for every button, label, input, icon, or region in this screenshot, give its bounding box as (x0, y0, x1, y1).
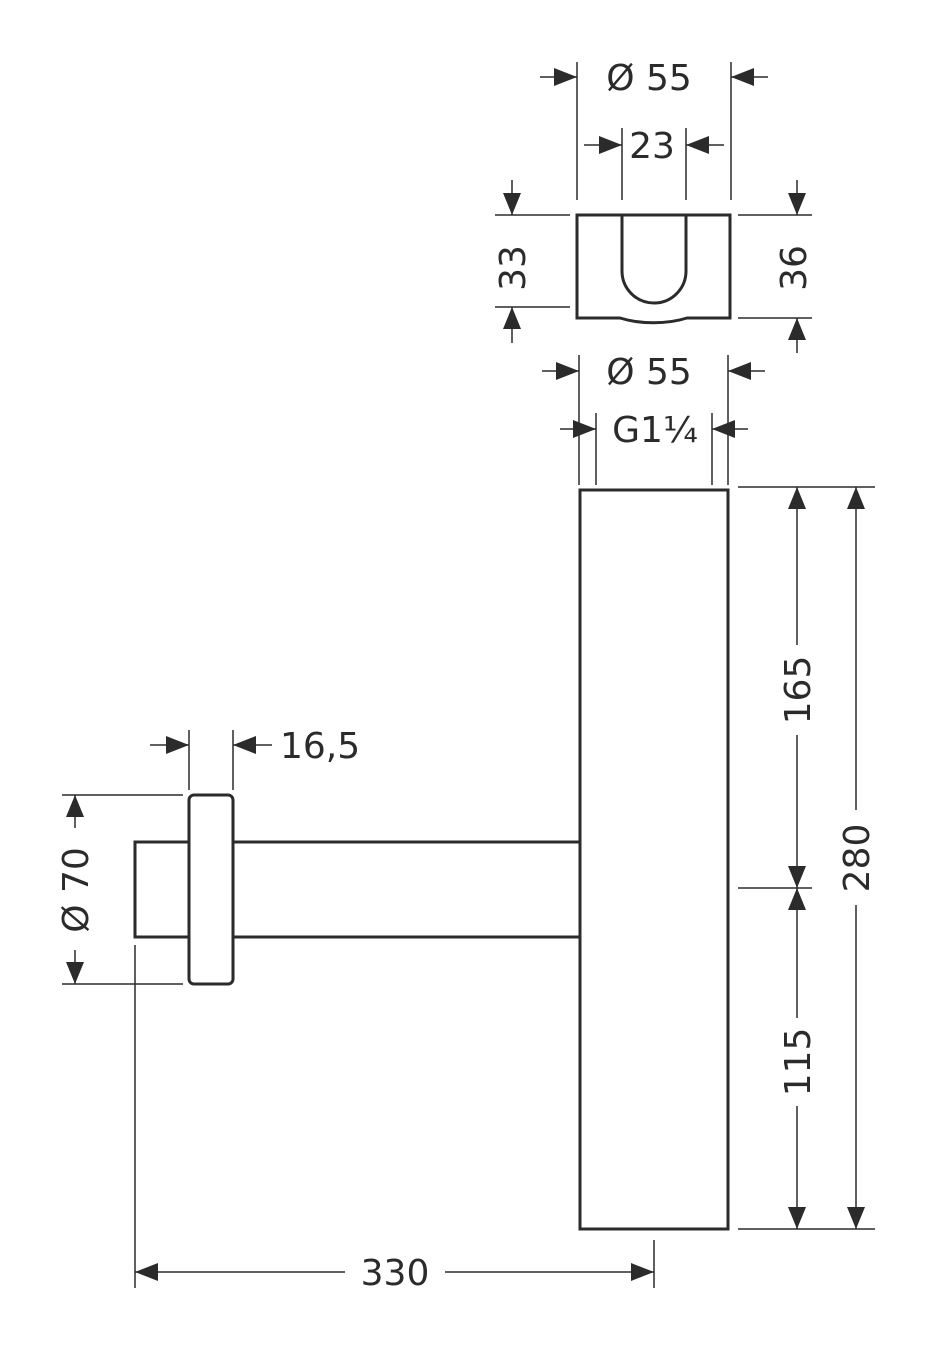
vertical-body (578, 488, 730, 1231)
cap-slot (620, 215, 688, 305)
dim-wall-distance-label: 330 (361, 1253, 430, 1294)
wall-flange (187, 793, 235, 986)
dim-cap-diameter-label: Ø 55 (606, 58, 692, 99)
dim-cap-height-left-label: 33 (493, 245, 534, 291)
dim-pipe-diameter: Ø 55 (542, 352, 765, 485)
dim-flange-diameter-label: Ø 70 (56, 847, 97, 933)
dim-thread: G1¼ (560, 410, 748, 485)
dim-total-height-label: 280 (837, 824, 878, 893)
dim-lower-length-label: 115 (778, 1028, 819, 1097)
dim-thread-label: G1¼ (612, 410, 698, 451)
dim-cap-diameter: Ø 55 (540, 58, 768, 200)
dim-cap-height-left: 33 (493, 180, 570, 343)
dim-vertical-right: 165 115 280 (738, 486, 878, 1230)
dim-upper-length-label: 165 (778, 656, 819, 725)
dim-slot-width-label: 23 (629, 126, 675, 167)
dim-wall-distance: 330 (134, 945, 655, 1294)
cap-top-view (575, 213, 732, 325)
cap-outline (575, 213, 732, 325)
dim-slot-width: 23 (584, 126, 724, 200)
siphon-body (133, 488, 730, 1231)
dim-flange-thickness: 16,5 (150, 726, 360, 790)
dim-flange-thickness-label: 16,5 (280, 726, 360, 767)
wall-tube (133, 840, 191, 939)
dim-pipe-diameter-label: Ø 55 (606, 352, 692, 393)
dim-cap-height-right: 36 (738, 180, 815, 353)
dim-cap-height-right-label: 36 (774, 245, 815, 291)
dim-flange-diameter: Ø 70 (56, 794, 183, 985)
horizontal-pipe (231, 840, 582, 939)
